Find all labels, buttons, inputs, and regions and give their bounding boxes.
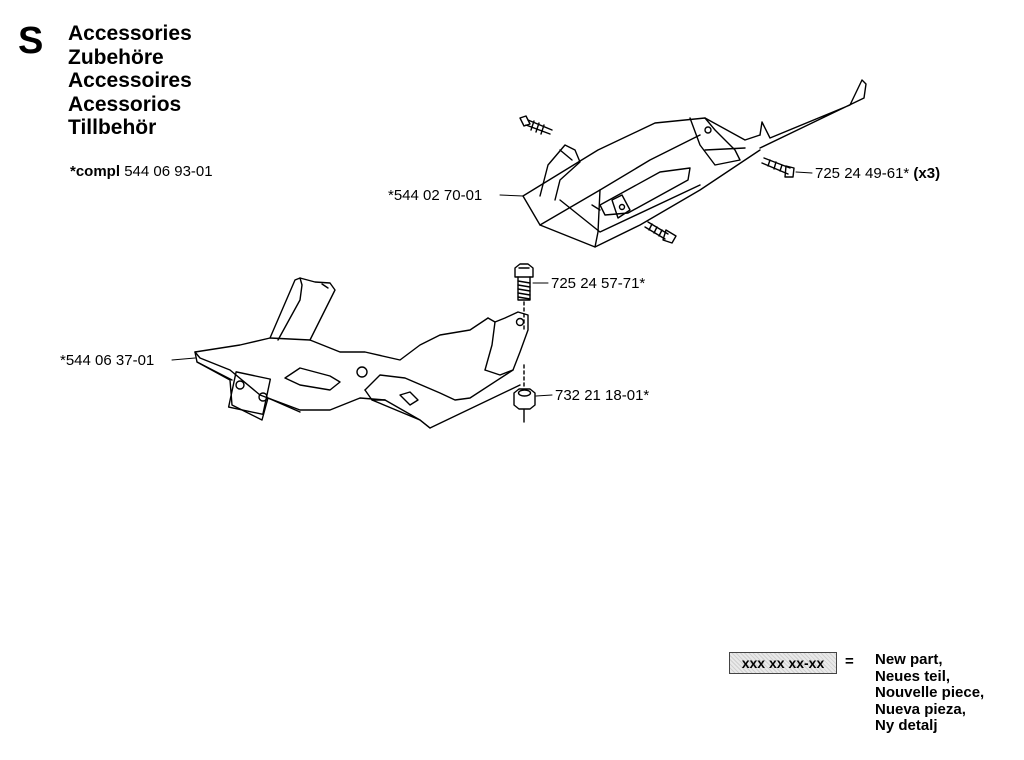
kit-part-number: 544 06 93-01 [124,163,213,180]
legend-text: New part, Neues teil, Nouvelle piece, Nu… [875,651,985,735]
section-letter: S [18,20,44,62]
legend-line-german: Neues teil, [875,667,951,685]
top-bracket-drawing [522,79,867,248]
bolt-drawing [514,263,534,331]
screw-right-drawing [761,157,795,178]
label-top-bracket: *544 02 70-01 [388,187,483,204]
title-spanish: Acessorios [68,92,182,116]
legend-line-english: New part, [875,651,943,668]
title-swedish: Tillbehör [68,116,157,139]
label-top-screw-number: 725 24 49-61* [815,165,910,182]
leader-lines [171,171,813,397]
legend-equals: = [845,653,854,670]
kit-number: *compl 544 06 93-01 [70,163,213,180]
bottom-bracket-drawing [194,277,529,429]
label-nut: 732 21 18-01* [555,387,650,404]
screw-bottom-drawing [644,221,677,244]
title-german: Zubehöre [68,45,164,69]
legend-line-french: Nouvelle piece, [875,684,985,702]
label-bolt: 725 24 57-71* [551,275,646,292]
nut-drawing [513,364,536,423]
legend-line-swedish: Ny detalj [875,717,938,735]
title-english: Accessories [68,22,192,45]
section-titles: Accessories Zubehöre Accessoires Acessor… [68,22,192,140]
label-bottom-bracket: *544 06 37-01 [60,352,155,369]
legend-placeholder-box: xxx xx xx-xx [729,652,837,674]
title-french: Accessoires [68,69,192,92]
legend-line-spanish: Nueva pieza, [875,700,966,718]
kit-prefix: *compl [70,163,121,180]
label-top-screw-qty: (x3) [913,165,941,182]
screw-upper-left-drawing [519,115,553,135]
label-top-screw: 725 24 49-61* (x3) [815,166,940,181]
